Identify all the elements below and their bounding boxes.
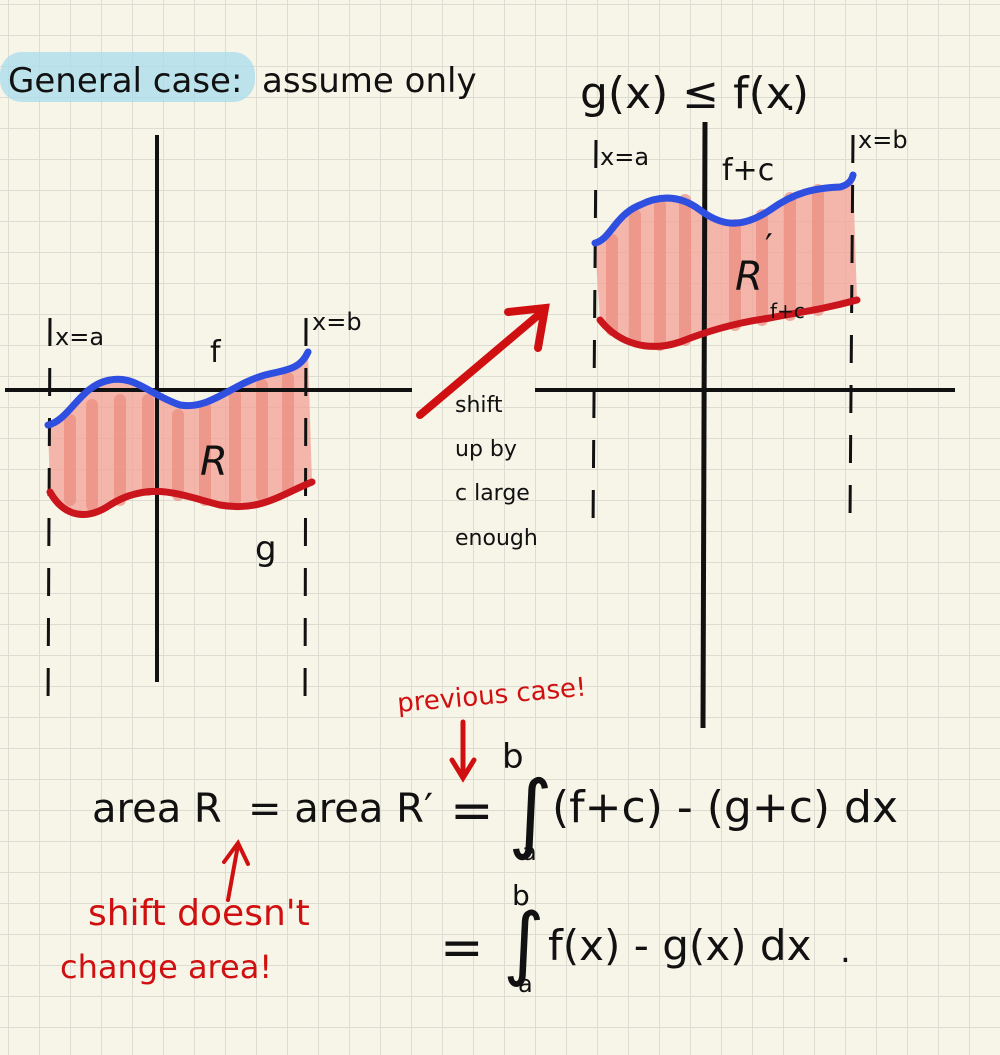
eq2-upper: b — [512, 879, 530, 912]
shift-note-line-1: shift — [455, 393, 503, 418]
right-y-axis — [700, 121, 708, 729]
right-graph: x=a x=b f+c R ′ f+c — [535, 121, 955, 729]
right-region-sub: f+c — [770, 299, 805, 323]
previous-case-arrow — [449, 719, 477, 783]
eq1-mid: = area R′ — [248, 786, 433, 832]
left-g-label: g — [255, 529, 277, 569]
eq1-lhs: area R — [92, 786, 222, 832]
left-f-curve — [44, 348, 312, 429]
heading-rest: assume only — [262, 61, 477, 101]
eq1-integrand: (f+c) - (g+c) dx — [552, 782, 898, 833]
eq1-eq: = — [450, 781, 494, 841]
eq2-lower: a — [518, 970, 533, 998]
right-bound-a-label: x=a — [600, 143, 649, 171]
previous-case-note: previous case! — [396, 673, 588, 719]
right-f-curve — [591, 171, 857, 247]
heading-condition: g(x) ≤ f(x) — [580, 68, 809, 119]
heading-label: General case: — [8, 61, 242, 101]
eq1-integral-sign: ∫ — [508, 763, 553, 863]
eq2-eq: = — [440, 918, 484, 978]
left-bound-b — [303, 317, 308, 713]
left-g-curve — [46, 478, 316, 518]
eq2-integral-sign: ∫ — [503, 896, 545, 989]
left-region-strokes — [64, 372, 294, 511]
eq1-upper: b — [502, 737, 524, 777]
heading-period: . — [785, 79, 796, 119]
right-g-curve — [596, 296, 861, 350]
left-f-label: f — [210, 335, 222, 370]
side-note-line-1: shift doesn't — [88, 893, 310, 934]
equation-1: area R = area R′ = ∫ b a (f+c) - (g+c) d… — [92, 737, 898, 866]
shift-note: shift up by c large enough — [455, 393, 538, 551]
right-region-prime: ′ — [765, 227, 773, 267]
right-bound-a — [591, 139, 598, 531]
shift-note-line-3: c large — [455, 481, 530, 506]
left-bound-b-label: x=b — [312, 308, 362, 336]
left-region-label: R — [200, 439, 228, 485]
equation-2: = ∫ b a f(x) - g(x) dx . — [440, 879, 851, 998]
shift-note-line-2: up by — [455, 437, 517, 462]
right-bound-b — [848, 134, 855, 521]
left-bound-a — [46, 317, 52, 713]
eq2-integrand: f(x) - g(x) dx — [548, 921, 811, 970]
shift-note-arrow — [222, 839, 250, 902]
eq2-period: . — [840, 931, 851, 971]
shift-note-line-4: enough — [455, 526, 538, 551]
heading-highlight — [0, 52, 255, 102]
right-fc-label: f+c — [722, 153, 774, 188]
right-bound-b-label: x=b — [858, 126, 908, 154]
left-bound-a-label: x=a — [55, 323, 104, 351]
shift-arrow — [416, 303, 550, 419]
right-region-strokes — [606, 184, 824, 351]
side-note-line-2: change area! — [60, 948, 272, 986]
left-graph: x=a x=b f g R — [5, 135, 412, 713]
eq1-lower: a — [522, 838, 537, 866]
right-region-label: R — [735, 254, 763, 300]
